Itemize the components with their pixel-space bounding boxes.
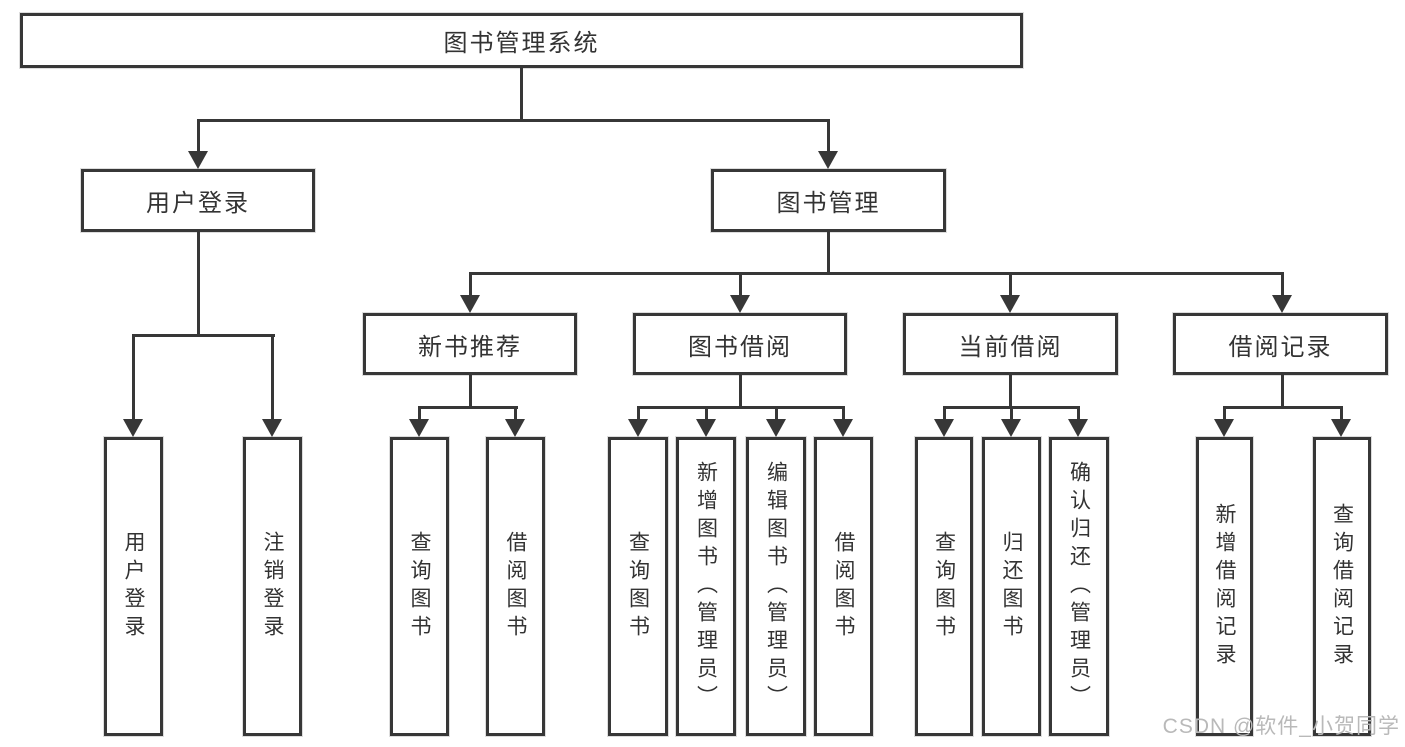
connector-user-login-drop [197,230,200,337]
arrow-down-icon [262,419,282,437]
arrow-down-icon [1000,295,1020,313]
connector-vline [1281,373,1284,409]
arrow-down-icon [730,295,750,313]
leaf-add-books-admin: 新增图书（管理员） [676,437,736,736]
leaf-add-borrow-record-label: 新增借阅记录 [1213,502,1236,671]
connector-vline [132,334,135,420]
leaf-query-books-3-label: 查询图书 [932,530,956,643]
node-root-label: 图书管理系统 [443,30,600,57]
arrow-down-icon [460,295,480,313]
arrow-down-icon [188,151,208,169]
node-borrow-records-label: 借阅记录 [1228,333,1333,361]
node-current-borrow: 当前借阅 [903,313,1118,375]
leaf-logout: 注销登录 [243,437,302,736]
connector-vline [418,406,421,420]
leaf-add-borrow-record: 新增借阅记录 [1196,437,1253,736]
arrow-down-icon [1214,419,1234,437]
leaf-borrow-books-1-label: 借阅图书 [504,530,527,643]
connector-vline [1009,272,1012,296]
arrow-down-icon [818,151,838,169]
connector-vline [469,373,472,409]
node-book-borrow-label: 图书借阅 [688,333,792,361]
leaf-borrow-books-2-label: 借阅图书 [832,530,855,643]
connector-vline [1281,272,1284,296]
leaf-confirm-return-admin-label: 确认归还（管理员） [1067,460,1091,713]
connector-vline [1223,406,1226,420]
connector-vline [637,406,640,420]
node-book-management: 图书管理 [711,169,946,232]
node-new-book-recommend: 新书推荐 [363,313,577,375]
node-borrow-records: 借阅记录 [1173,313,1388,375]
leaf-edit-books-admin: 编辑图书（管理员） [746,437,806,736]
connector-vline [739,272,742,296]
arrow-down-icon [934,419,954,437]
node-user-login: 用户登录 [81,169,315,232]
connector-hline [1223,406,1343,409]
connector-vline [1009,373,1012,409]
connector-vline [842,406,845,420]
arrow-down-icon [766,419,786,437]
connector-book-mgmt-drop [827,230,830,275]
leaf-borrow-books-2: 借阅图书 [814,437,873,736]
connector-vline [943,406,946,420]
arrow-down-icon [1272,295,1292,313]
node-new-book-recommend-label: 新书推荐 [418,333,522,361]
connector-hline [637,406,844,409]
node-book-borrow: 图书借阅 [633,313,847,375]
leaf-user-login-label: 用户登录 [122,530,145,643]
arrow-down-icon [1068,419,1088,437]
leaf-edit-books-admin-label: 编辑图书（管理员） [764,460,788,713]
node-book-management-label: 图书管理 [776,190,881,217]
connector-vline [514,406,517,420]
node-user-login-label: 用户登录 [146,190,250,217]
connector-vline [271,334,274,420]
leaf-query-borrow-record-label: 查询借阅记录 [1330,502,1354,671]
connector-vline [469,272,472,296]
leaf-add-books-admin-label: 新增图书（管理员） [694,460,718,713]
connector-level3-bus [469,272,1284,275]
connector-user-login-bus [132,334,275,337]
node-root: 图书管理系统 [20,13,1023,68]
leaf-query-books-1-label: 查询图书 [408,530,431,643]
arrow-down-icon [628,419,648,437]
leaf-return-books-label: 归还图书 [1000,530,1023,643]
leaf-query-borrow-record: 查询借阅记录 [1313,437,1371,736]
node-current-borrow-label: 当前借阅 [958,333,1063,361]
connector-vline [739,373,742,409]
arrow-down-icon [833,419,853,437]
leaf-query-books-3: 查询图书 [915,437,973,736]
connector-hline [418,406,518,409]
arrow-down-icon [1001,419,1021,437]
leaf-confirm-return-admin: 确认归还（管理员） [1049,437,1109,736]
arrow-down-icon [1331,419,1351,437]
watermark: CSDN @软件_小贺同学 [1162,715,1400,738]
connector-vline [1010,406,1013,420]
leaf-logout-label: 注销登录 [261,530,284,643]
leaf-query-books-2-label: 查询图书 [626,530,650,643]
connector-root-drop [520,66,523,122]
arrow-down-icon [696,419,716,437]
arrow-down-icon [409,419,429,437]
arrow-down-icon [505,419,525,437]
leaf-borrow-books-1: 借阅图书 [486,437,545,736]
leaf-return-books: 归还图书 [982,437,1041,736]
connector-vline [705,406,708,420]
connector-vline [827,119,830,153]
arrow-down-icon [123,419,143,437]
connector-vline [775,406,778,420]
leaf-query-books-1: 查询图书 [390,437,449,736]
connector-vline [1077,406,1080,420]
connector-vline [197,119,200,153]
connector-vline [1340,406,1343,420]
connector-level2-bus [197,119,830,122]
leaf-user-login: 用户登录 [104,437,163,736]
leaf-query-books-2: 查询图书 [608,437,668,736]
